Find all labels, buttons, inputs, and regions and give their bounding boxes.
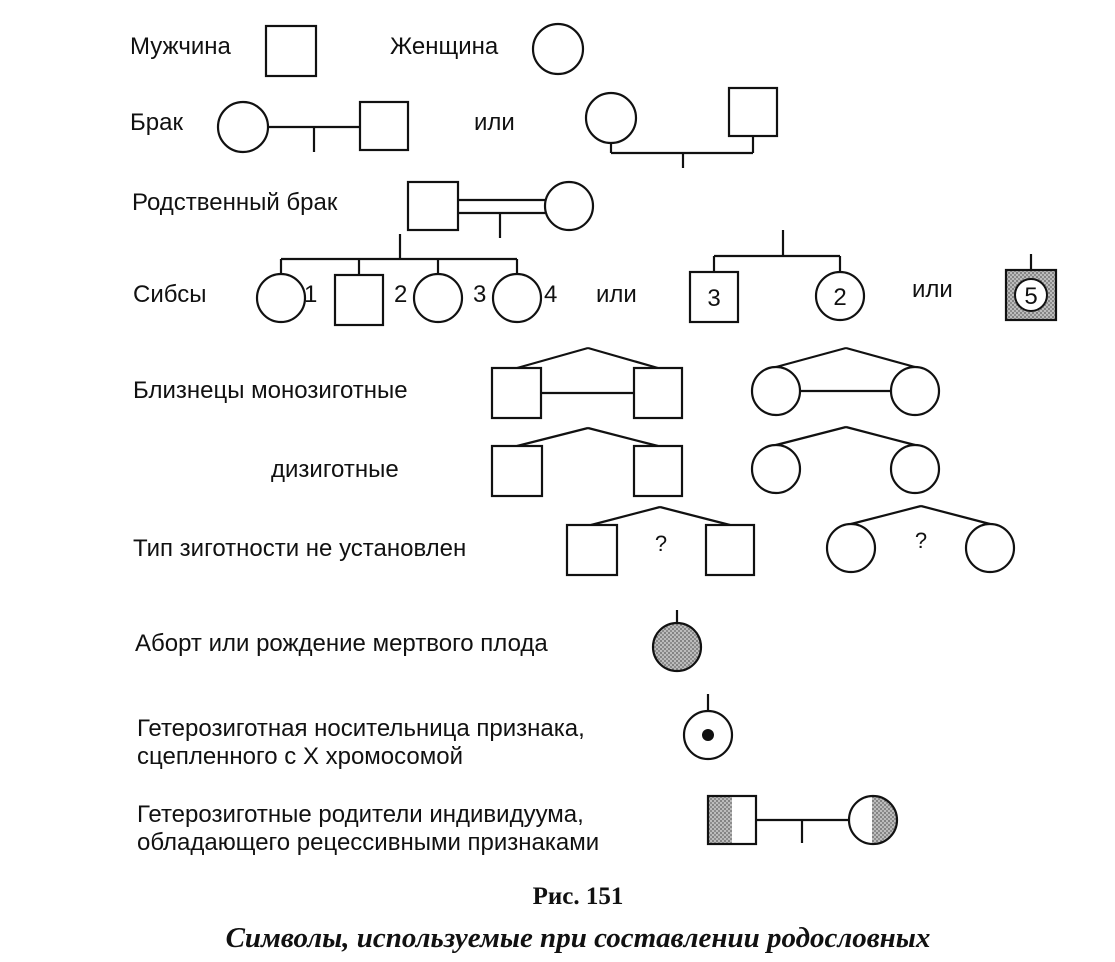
label-or-marriage: или <box>474 109 515 136</box>
label-twins-unknown: Тип зиготности не установлен <box>133 535 466 562</box>
x-linked-carrier-symbol <box>682 694 734 761</box>
sib-count-females: 2 <box>833 284 846 311</box>
sibship-symbol <box>255 234 543 327</box>
marriage-symbol-horizontal <box>216 100 410 154</box>
sibship-unknown-sex-symbol <box>1004 254 1058 322</box>
sib-number-3: 3 <box>473 281 486 308</box>
label-hetero-parents-line1: Гетерозиготные родители индивидуума, <box>137 801 584 828</box>
label-female: Женщина <box>390 33 499 60</box>
figure-caption: Символы, используемые при составлении ро… <box>226 922 931 954</box>
female-symbol <box>531 22 585 76</box>
label-sibs: Сибсы <box>133 281 206 308</box>
sib-count-males: 3 <box>707 285 720 312</box>
label-or-sibs-2: или <box>912 276 953 303</box>
label-twins-dizygotic: дизиготные <box>271 456 399 483</box>
label-abortion: Аборт или рождение мертвого плода <box>135 630 548 657</box>
male-symbol <box>264 24 318 78</box>
unknown-zygosity-twins-male-symbol <box>565 505 756 577</box>
sib-number-1: 1 <box>304 281 317 308</box>
label-marriage: Брак <box>130 109 183 136</box>
label-or-sibs-1: или <box>596 281 637 308</box>
sib-number-2: 2 <box>394 281 407 308</box>
abortion-stillbirth-symbol <box>651 610 703 673</box>
figure-number: Рис. 151 <box>533 883 624 910</box>
consanguineous-marriage-symbol <box>406 180 595 238</box>
dizygotic-twins-female-symbol <box>750 425 941 495</box>
sib-number-4: 4 <box>544 281 557 308</box>
question-mark-male-twins: ? <box>655 531 667 556</box>
label-twins-monozygotic: Близнецы монозиготные <box>133 377 408 404</box>
sib-count-unknown-sex: 5 <box>1024 283 1037 310</box>
monozygotic-twins-female-symbol <box>750 346 941 417</box>
question-mark-female-twins: ? <box>915 528 927 553</box>
label-hetero-parents-line2: обладающего рецессивными признаками <box>137 829 599 856</box>
label-consanguineous: Родственный брак <box>132 189 338 216</box>
label-carrier-line1: Гетерозиготная носительница признака, <box>137 715 585 742</box>
marriage-symbol-bracket <box>584 86 779 168</box>
label-carrier-line2: сцепленного с Х хромосомой <box>137 743 463 770</box>
unknown-zygosity-twins-female-symbol <box>825 504 1016 574</box>
label-male: Мужчина <box>130 33 231 60</box>
dizygotic-twins-male-symbol <box>490 426 684 498</box>
sibship-counted-symbol <box>688 230 866 324</box>
heterozygous-parents-symbol <box>706 794 899 846</box>
monozygotic-twins-male-symbol <box>490 346 684 420</box>
